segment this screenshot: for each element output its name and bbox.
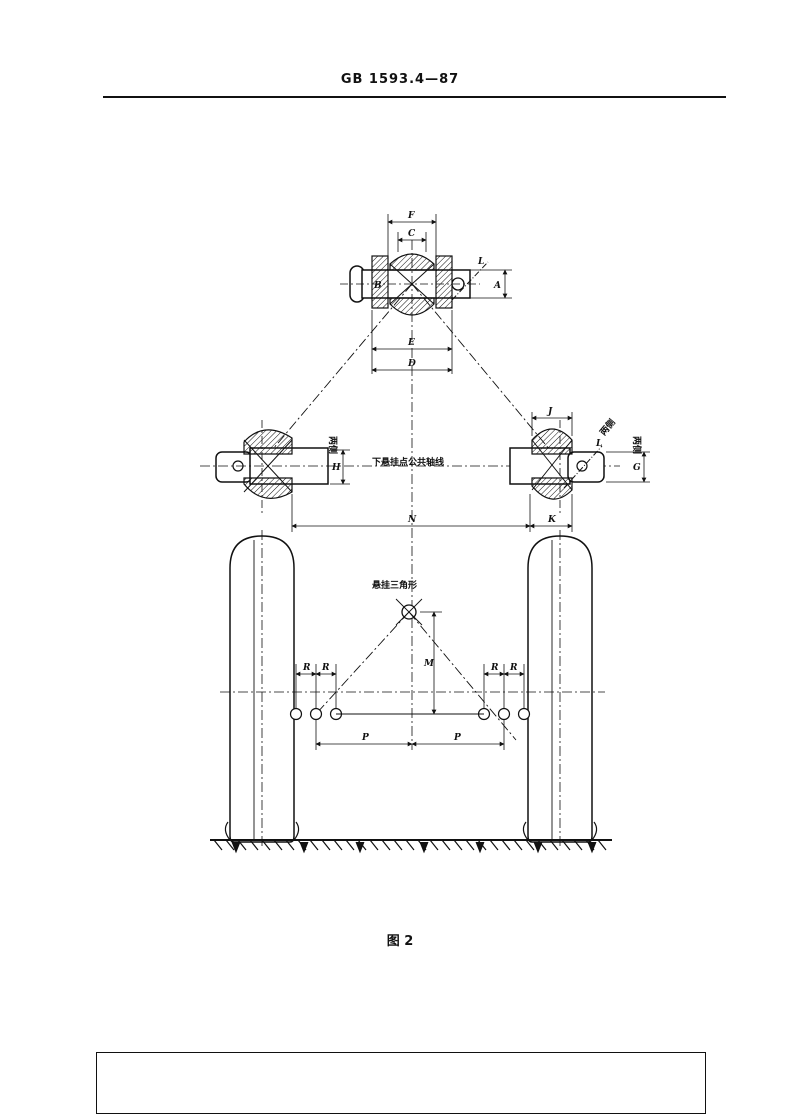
dim-label-A: A bbox=[493, 281, 501, 291]
dim-label-G: G bbox=[633, 463, 641, 473]
ground-line bbox=[210, 839, 612, 854]
dim-label-E: E bbox=[407, 338, 415, 348]
top-hitch-point bbox=[340, 253, 489, 316]
footer-frame bbox=[96, 1052, 706, 1114]
dim-label-R-left-2: R bbox=[321, 663, 330, 673]
dim-label-J: J bbox=[546, 407, 553, 417]
hitch-triangle: 悬挂三角形 bbox=[220, 579, 605, 741]
right-lower-hitch bbox=[509, 420, 605, 515]
dim-label-L-right: L bbox=[595, 439, 602, 449]
dim-label-R-left-1: R bbox=[302, 663, 311, 673]
right-wheel bbox=[522, 530, 598, 848]
n-k-dimensions: N K bbox=[291, 494, 573, 532]
figure-caption: 图 2 bbox=[386, 934, 414, 949]
left-lower-hitch bbox=[215, 420, 329, 515]
both-sides-label-right-L: 两侧 bbox=[597, 416, 618, 438]
dim-label-D: D bbox=[407, 359, 416, 369]
common-axis-label: 下悬挂点公共轴线 bbox=[372, 456, 444, 468]
both-sides-label-left: 两侧 bbox=[327, 436, 339, 454]
both-sides-label-right-G: 两侧 bbox=[631, 436, 643, 454]
left-wheel bbox=[224, 530, 300, 848]
dim-label-H: H bbox=[331, 463, 341, 473]
header-rule bbox=[103, 96, 726, 98]
dim-label-C: C bbox=[408, 229, 416, 239]
dim-label-F: F bbox=[407, 211, 415, 221]
left-dimensions: H 两侧 bbox=[327, 436, 350, 485]
dim-label-R-right-2: R bbox=[509, 663, 518, 673]
lower-dimensions: R R R R M P P bbox=[295, 611, 525, 750]
dim-label-P-right: P bbox=[453, 733, 461, 743]
dim-label-R-right-1: R bbox=[490, 663, 499, 673]
dim-label-M: M bbox=[423, 659, 435, 669]
dim-label-N: N bbox=[407, 515, 417, 525]
hitch-triangle-label: 悬挂三角形 bbox=[371, 579, 417, 591]
technical-drawing: F C A B L E D H 两侧 下悬挂点公共轴线 bbox=[200, 211, 650, 854]
dim-label-B: B bbox=[373, 281, 382, 291]
dim-label-P-left: P bbox=[361, 733, 369, 743]
dim-label-L-top: L bbox=[477, 257, 484, 267]
standard-code-header: GB 1593.4—87 bbox=[340, 72, 460, 87]
dim-label-K: K bbox=[547, 515, 557, 525]
